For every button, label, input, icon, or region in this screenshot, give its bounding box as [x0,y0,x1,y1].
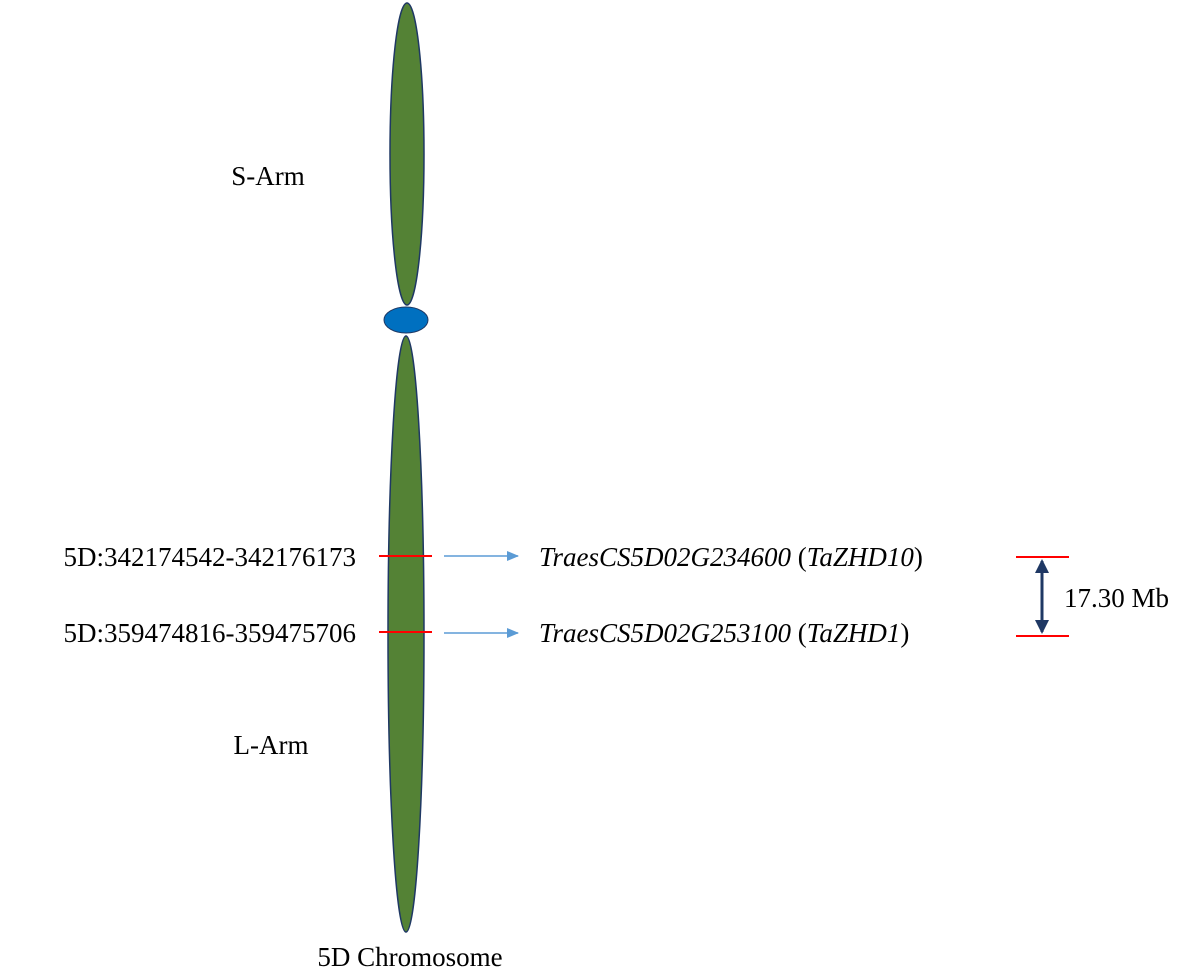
marker-2-gene-id: TraesCS5D02G253100 [539,618,792,648]
marker-1-gene-name: TaZHD10 [807,542,915,572]
distance-indicator: 17.30 Mb [1016,556,1169,637]
marker-1-gene-id: TraesCS5D02G234600 [539,542,792,572]
marker-1-paren-open: ( [791,542,807,572]
marker-1-gene: TraesCS5D02G234600 (TaZHD10) [539,542,923,572]
marker-1: 5D:342174542-342176173 TraesCS5D02G23460… [64,542,923,572]
long-arm-label: L-Arm [234,730,309,760]
marker-2-paren-open: ( [791,618,807,648]
marker-2-position: 5D:359474816-359475706 [64,618,357,648]
short-arm-label: S-Arm [231,161,305,191]
marker-2-gene: TraesCS5D02G253100 (TaZHD1) [539,618,909,648]
marker-2: 5D:359474816-359475706 TraesCS5D02G25310… [64,618,910,648]
chromosome-label: 5D Chromosome [317,942,502,970]
centromere-shape [383,306,429,334]
marker-1-position: 5D:342174542-342176173 [64,542,357,572]
short-arm-shape [389,2,425,306]
long-arm-shape [387,335,425,933]
marker-2-paren-close: ) [900,618,909,648]
marker-1-paren-close: ) [914,542,923,572]
distance-label: 17.30 Mb [1064,583,1169,613]
marker-2-gene-name: TaZHD1 [807,618,901,648]
